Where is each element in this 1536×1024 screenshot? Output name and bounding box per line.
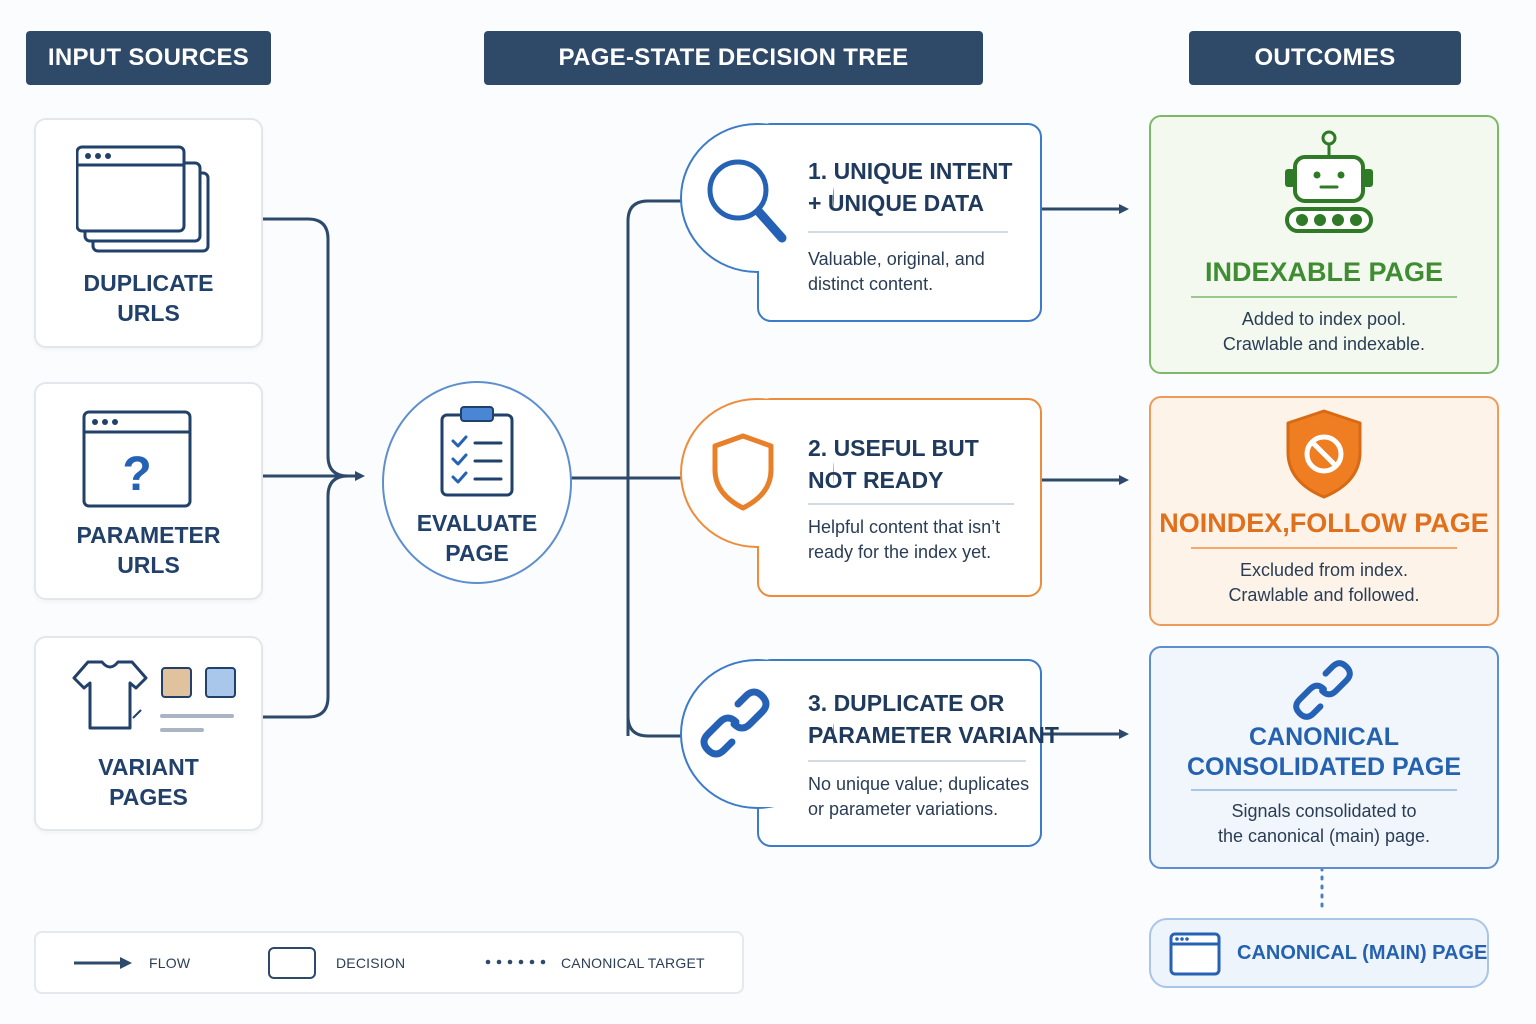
robot-icon — [1285, 130, 1373, 233]
dotted-line-icon — [485, 959, 546, 965]
outcome-indexable-page: INDEXABLE PAGE Added to index pool.Crawl… — [1149, 115, 1499, 374]
canonical-main-label: CANONICAL (MAIN) PAGE — [1237, 942, 1488, 964]
header-decision-tree: PAGE-STATE DECISION TREE — [484, 31, 983, 85]
decision-1-title: 1. UNIQUE INTENT+ UNIQUE DATA — [808, 158, 1013, 216]
legend: FLOW DECISION CANONICAL TARGET — [34, 931, 744, 994]
clipboard-checklist-icon — [440, 406, 514, 497]
outcome-noindex-follow-page: NOINDEX,FOLLOW PAGE Excluded from index.… — [1149, 396, 1499, 626]
outcome-1-description: Added to index pool.Crawlable and indexa… — [1222, 309, 1426, 354]
canonical-main-page: CANONICAL (MAIN) PAGE — [1149, 918, 1489, 988]
flow-line-branch — [626, 199, 682, 736]
question-window-icon: ? — [82, 410, 192, 508]
header-input-sources: INPUT SOURCES — [26, 31, 271, 85]
chain-link-icon — [1293, 660, 1353, 720]
flow-line-variant — [261, 474, 349, 719]
stacked-windows-icon — [76, 145, 210, 253]
legend-flow-label: FLOW — [149, 955, 191, 971]
outcome-2-description: Excluded from index.Crawlable and follow… — [1228, 560, 1420, 605]
magnifier-icon — [707, 159, 787, 243]
flow-line-duplicate — [261, 217, 349, 478]
blocked-shield-icon — [1286, 409, 1362, 499]
outcome-2-title: NOINDEX,FOLLOW PAGE — [1159, 508, 1489, 538]
browser-window-icon — [1169, 932, 1221, 976]
legend-decision-label: DECISION — [336, 955, 406, 971]
flow-arrow-icon — [74, 957, 132, 969]
legend-canonical-target-label: CANONICAL TARGET — [561, 955, 705, 971]
chain-link-icon — [700, 688, 770, 758]
outcome-1-title: INDEXABLE PAGE — [1204, 257, 1444, 287]
shield-icon — [712, 433, 774, 511]
decision-box-icon — [268, 947, 316, 979]
header-outcomes: OUTCOMES — [1189, 31, 1461, 85]
tshirt-swatches-icon — [72, 660, 236, 732]
svg-text:?: ? — [122, 448, 151, 501]
